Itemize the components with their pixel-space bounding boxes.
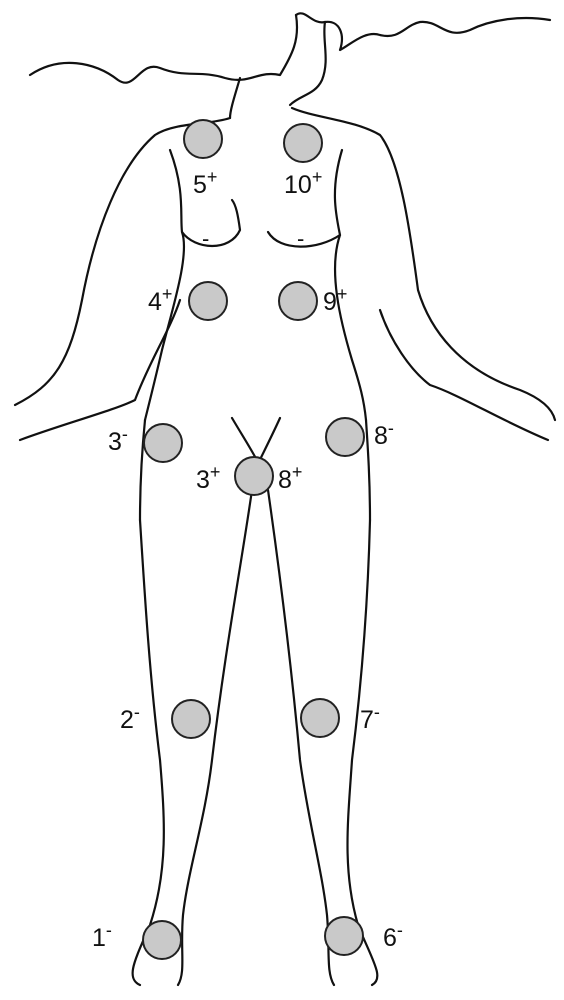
electrode-8-minus: [326, 418, 364, 456]
label-8-minus: 8-: [374, 418, 394, 450]
label-4: 4+: [148, 284, 172, 316]
electrode-10: [284, 124, 322, 162]
label-1: 1-: [92, 920, 112, 952]
electrode-2: [172, 700, 210, 738]
electrode-3-8-plus: [235, 457, 273, 495]
label-5: 5+: [193, 167, 217, 199]
label-3-plus: 3+: [196, 462, 220, 494]
electrode-3-minus: [144, 424, 182, 462]
hair-outline: [30, 13, 550, 118]
label-8-plus: 8+: [278, 462, 302, 494]
electrode-5: [184, 120, 222, 158]
label-6: 6-: [383, 920, 403, 952]
body-outline: [15, 108, 555, 985]
label-2: 2-: [120, 702, 140, 734]
label-9: 9+: [323, 284, 347, 316]
electrode-4: [189, 282, 227, 320]
label-10: 10+: [284, 167, 322, 199]
label-3-minus: 3-: [108, 424, 128, 456]
left-chest-mark: -: [202, 226, 209, 251]
label-7: 7-: [360, 702, 380, 734]
electrode-1: [143, 921, 181, 959]
electrode-9: [279, 282, 317, 320]
electrode-7: [301, 699, 339, 737]
electrode-6: [325, 917, 363, 955]
right-chest-mark: -: [297, 226, 304, 251]
